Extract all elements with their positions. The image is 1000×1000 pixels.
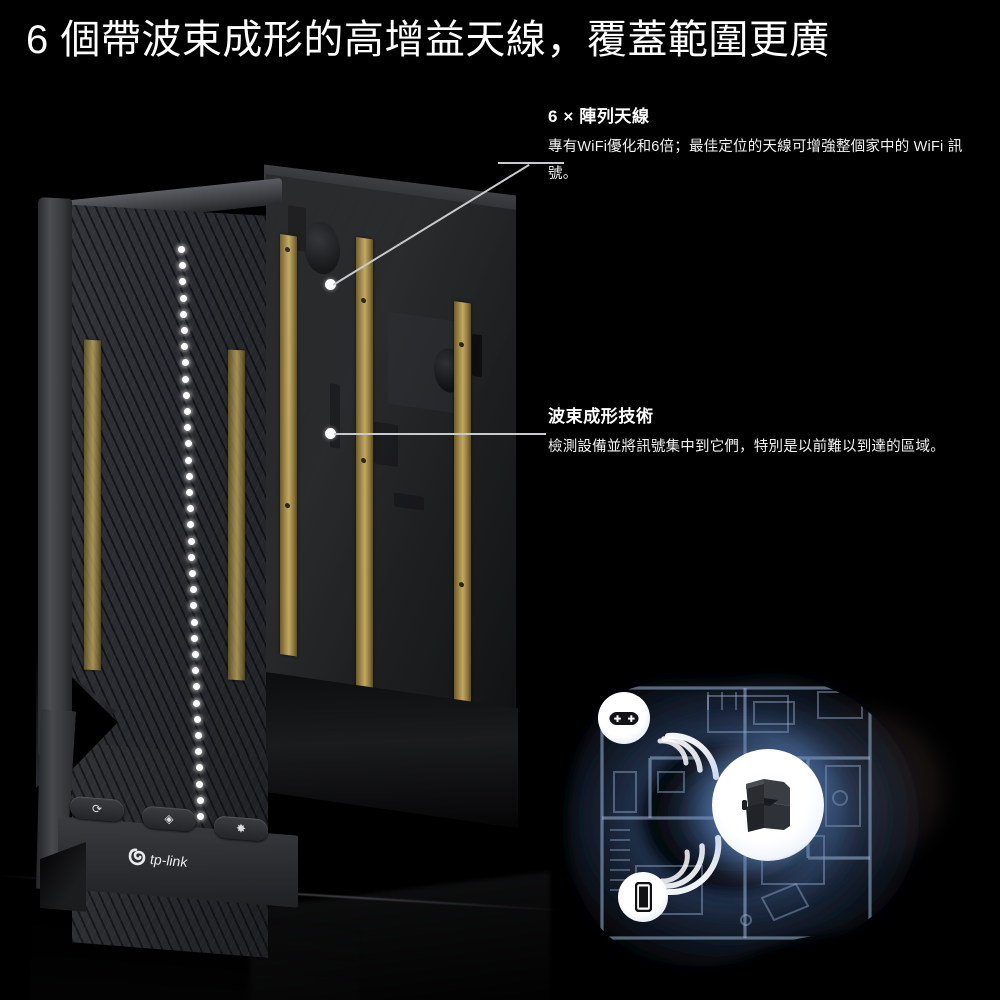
callout-1-body: 專有WiFi優化和6倍；最佳定位的天線可增強整個家中的 WiFi 訊號。 [548, 139, 963, 182]
router-device[interactable] [712, 749, 824, 861]
led-dot [194, 732, 202, 739]
antenna-strip-front-right [228, 349, 245, 681]
led-dot [196, 796, 204, 804]
internal-slot-vents [472, 333, 482, 378]
router-product-photo: ⟳ ◈ ✸ tp-link [0, 150, 560, 1000]
led-dot [197, 813, 205, 820]
tp-link-logo: tp-link [128, 845, 248, 881]
led-dot [193, 715, 201, 723]
page-title: 6 個帶波束成形的高增益天線，覆蓋範圍更廣 [26, 18, 830, 62]
led-dot [181, 343, 189, 351]
led-dot [185, 472, 193, 480]
led-dot [186, 505, 194, 513]
smartphone-device[interactable] [618, 872, 668, 922]
led-dot [193, 699, 201, 707]
led-dot [178, 246, 185, 253]
internal-connector [394, 492, 424, 511]
callout-1-anchor-dot [325, 279, 336, 290]
callout-2-leader-horizontal [334, 433, 546, 435]
led-dot [189, 586, 197, 594]
led-dot [178, 262, 186, 270]
callout-2-heading: 波束成形技術 [548, 407, 654, 426]
internal-fan-port [304, 219, 340, 277]
led-icon: ✸ [235, 821, 247, 836]
gamepad-device[interactable] [598, 692, 650, 744]
led-button[interactable]: ✸ [214, 815, 268, 842]
led-dot [180, 310, 188, 318]
led-dot [189, 570, 196, 577]
signal-arcs-phone [659, 835, 722, 896]
led-dot [185, 456, 193, 464]
router-icon [742, 779, 790, 832]
led-dot [191, 651, 199, 658]
router-left-bezel [38, 197, 72, 759]
led-dot [187, 537, 195, 545]
wps-icon: ⟳ [91, 801, 103, 817]
led-dot [192, 683, 200, 691]
callout-2-anchor-dot [325, 428, 336, 439]
led-dot [181, 359, 189, 367]
beamforming-coverage-diagram [540, 640, 970, 980]
led-dot [190, 602, 198, 610]
led-dot [184, 424, 192, 432]
phone-icon [634, 882, 652, 912]
led-dot [186, 489, 194, 496]
led-dot [187, 521, 195, 529]
svg-text:tp-link: tp-link [150, 851, 188, 870]
signal-arcs-gamepad [657, 732, 719, 780]
callout-1-heading: 6 × 陣列天線 [548, 107, 650, 126]
led-dot [195, 764, 203, 772]
gamepad-icon [609, 712, 639, 725]
led-dot [182, 375, 190, 383]
led-dot [183, 408, 191, 415]
internal-bracket-c [374, 421, 398, 468]
led-dot [180, 327, 188, 334]
antenna-strip-front-left [84, 339, 101, 671]
led-dot [179, 294, 187, 302]
wifi-icon: ◈ [164, 811, 174, 827]
wps-button[interactable]: ⟳ [70, 795, 124, 823]
wifi-button[interactable]: ◈ [142, 805, 196, 832]
router-interior-cutaway [266, 173, 516, 751]
led-dot [182, 391, 190, 399]
led-dot [184, 440, 192, 448]
antenna-strip-1 [280, 234, 297, 657]
led-dot [179, 278, 187, 286]
led-dot [190, 618, 198, 626]
callout-1-leader-horizontal [498, 162, 564, 164]
led-dot [192, 667, 200, 675]
callout-2-body: 檢測設備並將訊號集中到它們，特別是以前難以到達的區域。 [548, 439, 945, 455]
led-dot [191, 634, 199, 642]
led-dot [196, 780, 204, 788]
led-dot [195, 748, 203, 756]
antenna-strip-2 [356, 236, 373, 710]
antenna-strip-3 [454, 301, 471, 734]
led-dot [188, 553, 196, 561]
